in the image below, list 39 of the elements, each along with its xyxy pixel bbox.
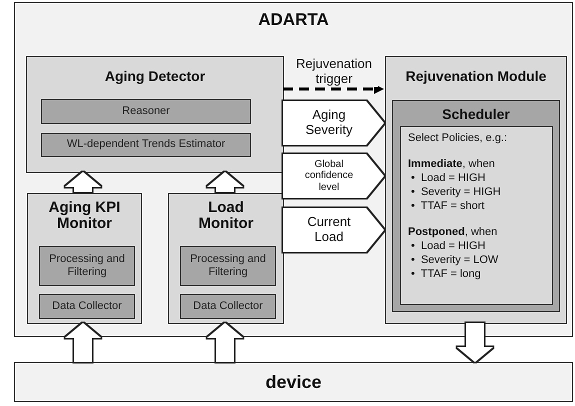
- bullet-item: • TTAF = long: [410, 268, 482, 282]
- module-box: [168, 193, 284, 324]
- component-box: WL-dependent Trends Estimator: [41, 133, 251, 157]
- box-title: Aging KPI Monitor: [48, 200, 122, 232]
- policy-text: Select Policies, e.g.:: [408, 132, 508, 146]
- bullet-item: • Load = HIGH: [410, 172, 486, 186]
- title: ADARTA: [257, 11, 330, 29]
- module-box: [26, 56, 284, 173]
- block-arrow: [283, 208, 384, 252]
- block-arrow: [207, 172, 243, 192]
- block-arrow: [65, 172, 101, 192]
- component-box: Processing and Filtering: [180, 246, 276, 286]
- component-box: Data Collector: [180, 294, 276, 319]
- bullet-item: • TTAF = short: [410, 200, 486, 214]
- component-box: Reasoner: [41, 99, 251, 124]
- policy-text: Immediate, when: [408, 158, 496, 172]
- dashed-arrow: [283, 84, 384, 94]
- submodule-box: [392, 100, 560, 312]
- box-title: Aging Detector: [104, 69, 206, 84]
- block-arrow: [283, 154, 384, 198]
- box-title: Load Monitor: [198, 200, 254, 232]
- component-box: Data Collector: [39, 294, 135, 319]
- module-box: [385, 56, 567, 324]
- bullet-item: • Severity = LOW: [410, 254, 500, 268]
- edge-label: Aging Severity: [304, 108, 354, 138]
- device-box: [14, 362, 573, 402]
- component-box: Processing and Filtering: [39, 246, 135, 286]
- module-box: [27, 193, 142, 324]
- box-title: Rejuvenation Module: [404, 69, 548, 84]
- bullet-item: • Severity = HIGH: [410, 186, 502, 200]
- framework-box: [14, 2, 573, 337]
- box-title: Scheduler: [441, 107, 511, 122]
- edge-label: Global confidence level: [304, 158, 354, 193]
- block-arrow: [283, 101, 384, 145]
- edge-label: Current Load: [306, 215, 352, 245]
- title: device: [264, 373, 323, 392]
- bullet-item: • Load = HIGH: [410, 240, 486, 254]
- policy-text: Postponed, when: [408, 226, 498, 240]
- policy-box: [400, 126, 553, 305]
